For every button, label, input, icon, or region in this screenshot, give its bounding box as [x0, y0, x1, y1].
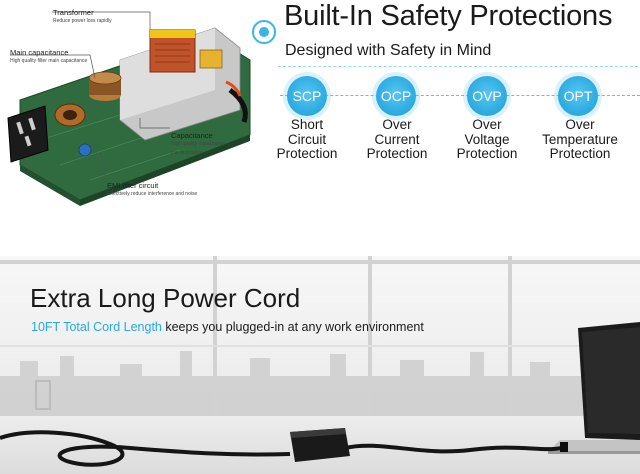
- capacitance-callout-title: Capacitance: [171, 131, 213, 140]
- opt-label-line3: Protection: [549, 146, 611, 161]
- safety-headline: Built-In Safety Protections: [284, 0, 613, 32]
- cord-subtitle-rest: keeps you plugged-in at any work environ…: [161, 320, 424, 334]
- scp-badge: SCP: [287, 76, 327, 116]
- ocp-label: Over Current Protection: [352, 117, 442, 162]
- ocp-label-line2: Current: [374, 131, 420, 147]
- transformer-callout-title: Transformer: [53, 8, 94, 17]
- ovp-badge: OVP: [467, 76, 507, 116]
- cord-title: Extra Long Power Cord: [30, 283, 301, 313]
- office-window-background: [0, 256, 640, 474]
- power-adapter-icon: [290, 428, 350, 462]
- main-capacitance-callout-desc: High quality filter main capacitance: [10, 58, 88, 64]
- opt-label-line2: Temperature: [542, 131, 618, 147]
- power-cord-section: Extra Long Power Cord 10FT Total Cord Le…: [0, 256, 640, 474]
- section-gap: [0, 232, 640, 256]
- capacitance-callout-desc-2: low resistance: [171, 150, 203, 156]
- ocp-label-line1: Over: [382, 117, 412, 132]
- badge-connector-line: [280, 95, 640, 96]
- scp-label-line3: Protection: [276, 146, 338, 161]
- ovp-label-line1: Over: [472, 117, 502, 132]
- cord-subtitle: 10FT Total Cord Length keeps you plugged…: [31, 320, 424, 334]
- emi-callout-desc: Effectively reduce interference and nois…: [107, 191, 198, 197]
- cord-length-highlight: 10FT Total Cord Length: [31, 320, 162, 334]
- ocp-label-line3: Protection: [366, 146, 428, 161]
- opt-label-line1: Over: [565, 117, 595, 132]
- ring-bullet-icon: [252, 20, 276, 44]
- safety-subhead: Designed with Safety in Mind: [285, 42, 492, 59]
- scp-label-line2: Circuit: [287, 131, 327, 147]
- opt-badge: OPT: [558, 76, 598, 116]
- laptop-icon: [548, 322, 640, 454]
- ovp-label: Over Voltage Protection: [442, 117, 532, 162]
- circuit-board-illustration: [7, 11, 251, 206]
- safety-section: Transformer Reduce power loss rapidly Ma…: [0, 0, 640, 232]
- subhead-divider: [278, 66, 638, 67]
- main-capacitance-callout-title: Main capacitance: [10, 48, 69, 57]
- transformer-callout-desc: Reduce power loss rapidly: [53, 18, 112, 24]
- opt-label: Over Temperature Protection: [532, 117, 628, 162]
- scp-label: Short Circuit Protection: [262, 117, 352, 162]
- ocp-badge: OCP: [376, 76, 416, 116]
- ovp-label-line3: Protection: [456, 146, 518, 161]
- scp-label-line1: Short: [290, 117, 324, 132]
- capacitance-callout-desc-1: High quality capacitance,: [171, 141, 227, 147]
- ovp-label-line2: Voltage: [464, 131, 510, 147]
- emi-callout-title: EMI filter circuit: [107, 181, 159, 190]
